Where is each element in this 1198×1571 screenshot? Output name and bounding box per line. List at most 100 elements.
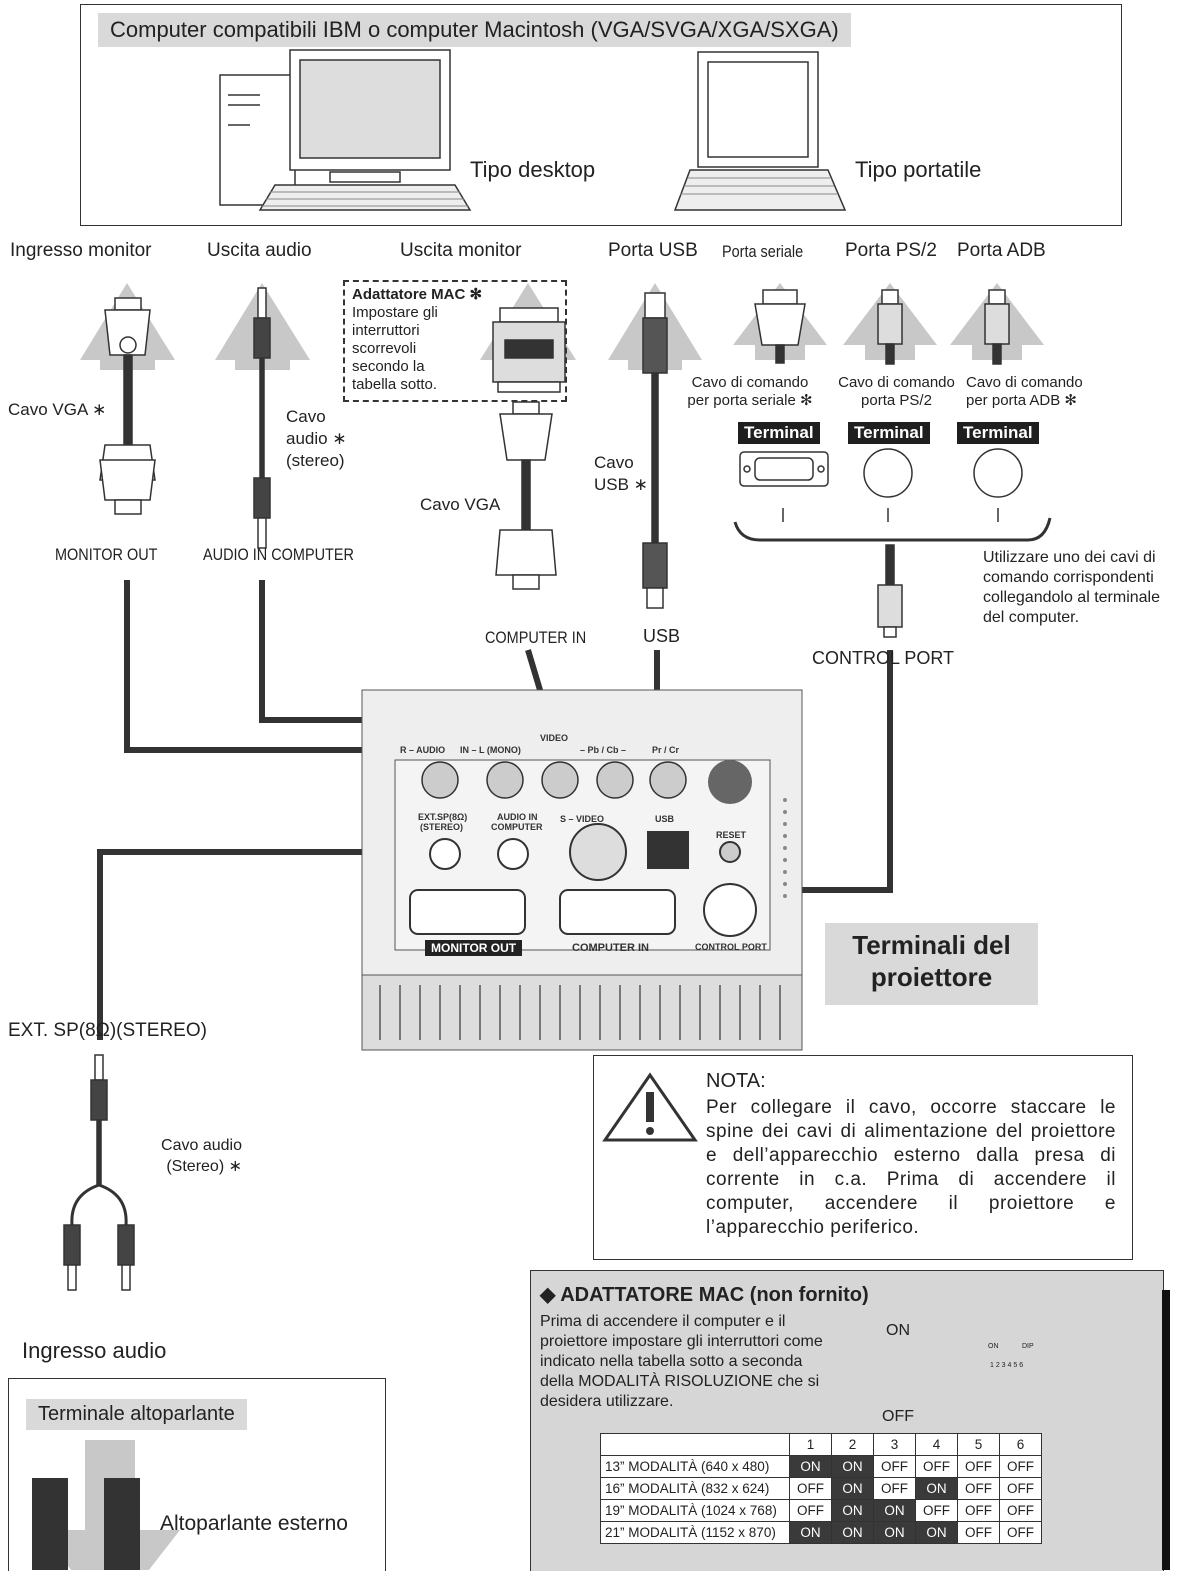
switch-cell: ON	[831, 1499, 874, 1522]
col-header: 3	[873, 1433, 916, 1456]
ps2-cable-line1: Cavo di comando	[838, 374, 955, 391]
port-monitor-out: Uscita monitor	[400, 240, 522, 261]
switch-cell: ON	[831, 1521, 874, 1544]
nota-title: NOTA:	[706, 1070, 766, 1092]
mac-adapter-note-title: Adattatore MAC ✻	[352, 286, 483, 303]
switch-cell: OFF	[789, 1499, 832, 1522]
mac-desc-line4: della MODALITÀ RISOLUZIONE che si	[540, 1373, 820, 1390]
projector-terminals-line1: Terminali del	[852, 930, 1011, 960]
switch-cell: OFF	[957, 1455, 1000, 1478]
panel-computer-in: COMPUTER IN	[572, 942, 649, 954]
mac-adapter-icon	[492, 307, 566, 393]
table-header-row: 1 2 3 4 5 6	[600, 1433, 1042, 1456]
terminal-connectors	[739, 448, 1023, 522]
audio-input-label: Ingresso audio	[22, 1338, 167, 1363]
desktop-label: Tipo desktop	[470, 157, 596, 182]
port-monitor-in: Ingresso monitor	[10, 240, 152, 261]
speaker-icon	[32, 1478, 140, 1570]
mac-panel-shadow	[1162, 1290, 1170, 1570]
usb-cable-label: Cavo USB ∗	[594, 452, 648, 496]
mode-cell: 16” MODALITÀ (832 x 624)	[600, 1477, 790, 1500]
switch-on-label: ON	[886, 1322, 910, 1339]
panel-monitor-out: MONITOR OUT	[425, 940, 523, 956]
speaker-box: Terminale altoparlante	[8, 1378, 386, 1571]
control-note: Utilizzare uno dei cavi di comando corri…	[983, 548, 1160, 628]
panel-pb-cb: – Pb / Cb –	[580, 745, 627, 755]
audio-in-computer-label: AUDIO IN COMPUTER	[203, 545, 354, 564]
mac-adapter-title: ◆ ADATTATORE MAC (non fornito)	[540, 1284, 869, 1306]
panel-r-audio: R – AUDIO	[400, 745, 446, 755]
projector-panel	[361, 689, 803, 1051]
stereo-cable-line2: (Stereo) ∗	[166, 1158, 242, 1175]
switch-off-label: OFF	[882, 1408, 914, 1425]
switch-cell: ON	[915, 1477, 958, 1500]
mac-note-line5: tabella sotto.	[352, 376, 438, 393]
usb-cable	[642, 292, 668, 609]
port-serial: Porta seriale	[722, 242, 804, 261]
dip-label: DIP	[1022, 1343, 1034, 1350]
control-note-line2: comando corrispondenti	[983, 569, 1154, 586]
usb-label: USB	[643, 626, 681, 646]
stereo-cable	[63, 1054, 135, 1291]
audio-cable-label: Cavo audio ∗ (stereo)	[286, 406, 347, 472]
warning-icon	[602, 1072, 698, 1142]
switch-cell: OFF	[873, 1477, 916, 1500]
ext-sp-label: EXT. SP(8Ω)(STEREO)	[8, 1020, 207, 1041]
switch-cell: OFF	[999, 1477, 1042, 1500]
adb-cable-line1: Cavo di comando	[966, 374, 1083, 391]
switch-cell: ON	[915, 1521, 958, 1544]
col-header: 5	[957, 1433, 1000, 1456]
nota-box	[593, 1055, 1133, 1260]
terminal-label-adb: Terminal	[957, 422, 1039, 444]
monitor-out-label: MONITOR OUT	[55, 545, 158, 564]
switch-cell: ON	[789, 1455, 832, 1478]
switch-cell: ON	[831, 1455, 874, 1478]
terminal-label-ps2: Terminal	[848, 422, 930, 444]
audio-cable-line3: (stereo)	[286, 451, 345, 470]
serial-cable-label: Cavo di comando per porta seriale ✻	[680, 374, 820, 410]
mode-cell: 13” MODALITÀ (640 x 480)	[600, 1455, 790, 1478]
mac-note-line2: interruttori	[352, 322, 420, 339]
mac-desc-line1: Prima di accendere il computer e il	[540, 1313, 786, 1330]
nota-text: Per collegare il cavo, occorre staccare …	[706, 1097, 1116, 1238]
serial-cable-line2: per porta seriale ✻	[687, 392, 813, 409]
col-header: 2	[831, 1433, 874, 1456]
control-port-label: CONTROL PORT	[812, 648, 955, 668]
port-usb: Porta USB	[608, 240, 698, 261]
usb-cable-line1: Cavo	[594, 453, 634, 472]
dip-numbers: 1 2 3 4 5 6	[990, 1362, 1024, 1369]
control-note-line1: Utilizzare uno dei cavi di	[983, 549, 1156, 566]
panel-audio-in-2: COMPUTER	[491, 822, 543, 832]
mac-desc-line5: desidera utilizzare.	[540, 1393, 674, 1410]
usb-cable-line2: USB ∗	[594, 475, 648, 494]
mac-adapter-desc: Prima di accendere il computer e il proi…	[540, 1312, 823, 1412]
switch-cell: OFF	[999, 1521, 1042, 1544]
audio-cable-line2: audio ∗	[286, 429, 347, 448]
panel-reset: RESET	[716, 830, 747, 840]
mac-adapter-note: Adattatore MAC ✻ Impostare gli interrutt…	[352, 286, 487, 394]
desktop-computer-icon	[219, 49, 472, 211]
audio-cable-line1: Cavo	[286, 407, 326, 426]
panel-s-video: S – VIDEO	[560, 814, 605, 824]
mac-note-line4: secondo la	[352, 358, 425, 375]
ps2-cable-label: Cavo di comando porta PS/2	[834, 374, 959, 410]
projector-terminals-label: Terminali del proiettore	[825, 923, 1038, 1005]
terminal-label-serial: Terminal	[738, 422, 820, 444]
mac-note-line3: scorrevoli	[352, 340, 417, 357]
adb-cable-label: Cavo di comando per porta ADB ✻	[966, 374, 1083, 410]
brace	[733, 517, 1052, 542]
switch-cell: OFF	[789, 1477, 832, 1500]
port-audio-out: Uscita audio	[207, 240, 312, 261]
panel-pr-cr: Pr / Cr	[652, 745, 680, 755]
control-note-line4: del computer.	[983, 609, 1080, 626]
speaker-title: Terminale altoparlante	[26, 1399, 247, 1430]
projector-terminals-line2: proiettore	[870, 962, 993, 992]
computer-in-label: COMPUTER IN	[485, 628, 587, 647]
switch-cell: OFF	[873, 1455, 916, 1478]
vga-cable-middle-label: Cavo VGA	[420, 495, 501, 514]
